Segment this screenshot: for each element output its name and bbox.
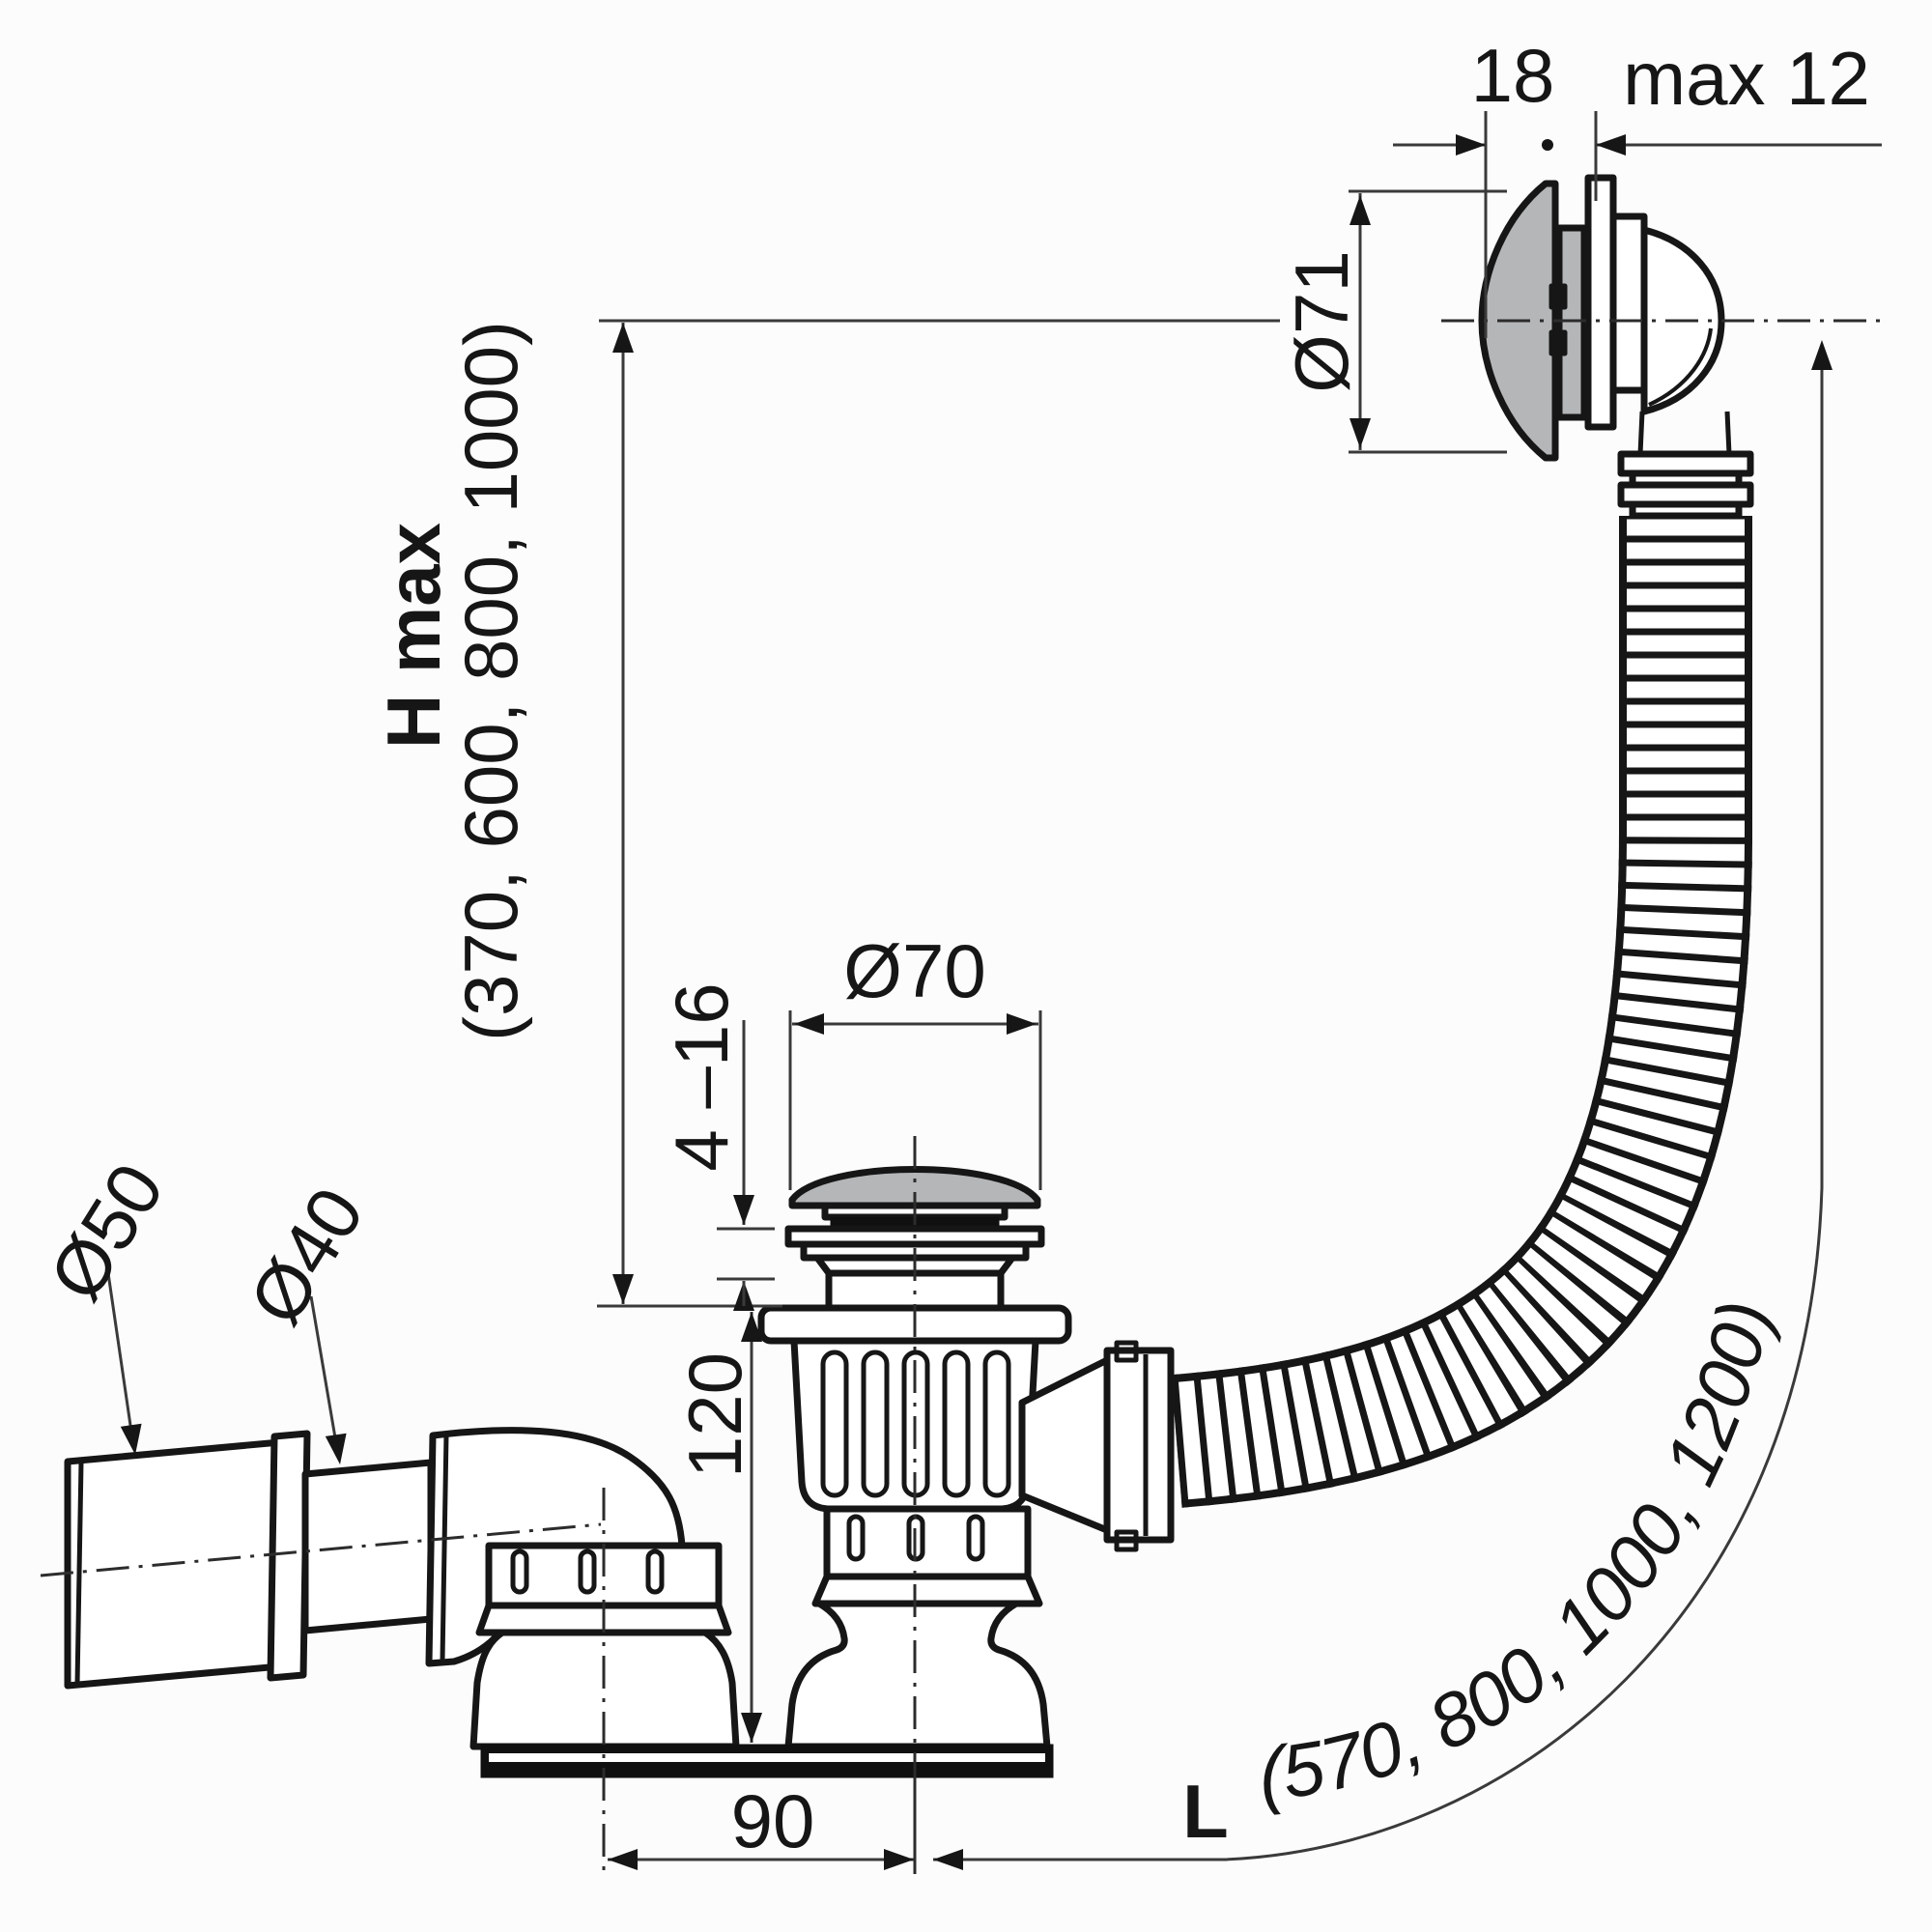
dim-hmax-label: H max	[371, 523, 456, 749]
overflow-flange	[1584, 174, 1617, 431]
base-plate	[480, 1744, 1054, 1778]
dim-120-label: 120	[672, 1352, 757, 1478]
dim-L-label: L	[1182, 1769, 1229, 1854]
drain-assembly	[757, 1166, 1175, 1750]
elbow-socket-face	[440, 1434, 449, 1662]
overflow-spacer	[1555, 224, 1588, 421]
dim-90-label: 90	[731, 1778, 815, 1863]
drain-plug-cap	[788, 1166, 1041, 1209]
dim-4-16-label: 4 –16	[659, 982, 744, 1171]
hose-ring-4	[1629, 500, 1743, 520]
dim-d40-label: Ø40	[233, 1173, 381, 1339]
pipe-centerline	[40, 1522, 602, 1577]
pipe-collar	[267, 1430, 311, 1682]
dim-18-label: 18	[1471, 33, 1555, 118]
corrugated-hose	[1171, 516, 1752, 1508]
dim-d70-label: Ø70	[843, 928, 985, 1013]
dimension-graphics	[106, 111, 1882, 1874]
dim-hmax-values: (370, 600, 800, 1000)	[448, 321, 533, 1041]
pipe-end-face	[74, 1462, 84, 1686]
dim-max12-label: max 12	[1623, 36, 1870, 121]
overflow-assembly	[1478, 174, 1754, 520]
hose-union-nut	[1103, 1347, 1175, 1544]
overflow-step-plate	[1609, 213, 1648, 394]
pipe-d40-section	[301, 1459, 435, 1634]
dim-d50-label: Ø50	[33, 1149, 181, 1315]
base-right-bell	[784, 1600, 1051, 1750]
centerlines	[40, 319, 1884, 1874]
dim-d71-label: Ø71	[1279, 250, 1364, 392]
